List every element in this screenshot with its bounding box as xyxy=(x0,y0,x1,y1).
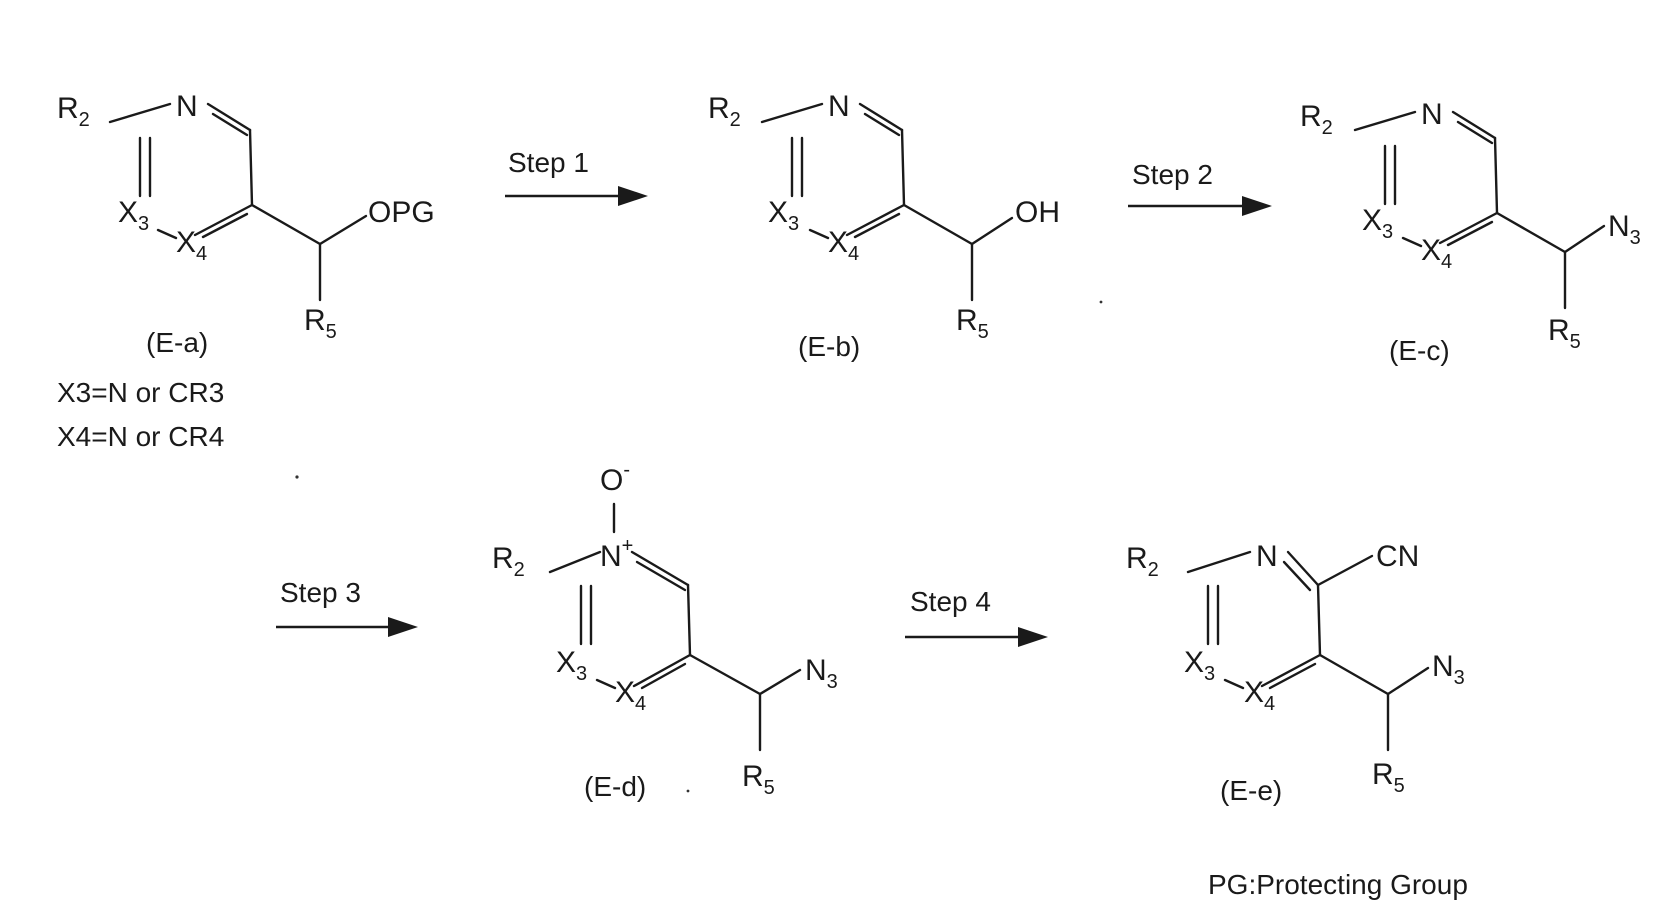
x-atom: X xyxy=(768,196,788,229)
scan-speck xyxy=(1100,301,1103,304)
r-atom: R xyxy=(304,304,326,337)
svg-text:X3: X3 xyxy=(768,196,799,235)
svg-text:R2: R2 xyxy=(1300,100,1333,139)
svg-text:O-: O- xyxy=(600,459,630,497)
azide-group: N xyxy=(1432,650,1454,683)
n-oxide-nitrogen: N xyxy=(600,540,622,573)
cyano-group: CN xyxy=(1376,540,1419,573)
svg-text:R5: R5 xyxy=(1548,314,1581,353)
r-atom: R xyxy=(1372,758,1394,791)
svg-text:N+: N+ xyxy=(600,535,633,573)
x-atom: X xyxy=(1421,234,1441,267)
svg-text:X3: X3 xyxy=(556,646,587,685)
oxide-oxygen: O xyxy=(600,464,623,497)
r-atom: R xyxy=(742,760,764,793)
ring-nitrogen: N xyxy=(176,90,198,123)
opg-group: OPG xyxy=(368,196,435,229)
svg-text:R2: R2 xyxy=(57,92,90,131)
azide-group: N xyxy=(1608,210,1630,243)
hydroxyl-group: OH xyxy=(1015,196,1060,229)
r-atom: R xyxy=(57,92,79,125)
svg-text:R2: R2 xyxy=(1126,542,1159,581)
compound-label: (E-b) xyxy=(798,331,860,362)
r-atom: R xyxy=(492,542,514,575)
footnote: PG:Protecting Group xyxy=(1208,869,1468,900)
scan-speck xyxy=(687,790,690,793)
svg-text:R2: R2 xyxy=(708,92,741,131)
svg-text:N3: N3 xyxy=(1432,650,1465,689)
r-atom: R xyxy=(1126,542,1148,575)
compound-ee: R2 N CN X3 X4 N3 R5 (E-e) xyxy=(1126,540,1465,806)
r-atom: R xyxy=(708,92,730,125)
compound-label: (E-c) xyxy=(1389,335,1450,366)
svg-text:X3: X3 xyxy=(1184,646,1215,685)
step-label: Step 2 xyxy=(1132,159,1213,190)
step-label: Step 4 xyxy=(910,586,991,617)
x-atom: X xyxy=(615,676,635,709)
ring-nitrogen: N xyxy=(828,90,850,123)
compound-label: (E-d) xyxy=(584,771,646,802)
ring-nitrogen: N xyxy=(1421,98,1443,131)
x-atom: X xyxy=(1362,204,1382,237)
svg-text:R2: R2 xyxy=(492,542,525,581)
svg-text:R5: R5 xyxy=(1372,758,1405,797)
r-atom: R xyxy=(1300,100,1322,133)
compound-eb: R2 N X3 X4 OH R5 (E-b) xyxy=(708,90,1060,362)
x3-definition: X3=N or CR3 xyxy=(57,377,224,408)
step-label: Step 3 xyxy=(280,577,361,608)
r-atom: R xyxy=(1548,314,1570,347)
scan-speck xyxy=(295,475,298,478)
x4-definition: X4=N or CR4 xyxy=(57,421,224,452)
step3-arrow: Step 3 xyxy=(276,577,418,637)
x-atom: X xyxy=(1184,646,1204,679)
svg-text:N3: N3 xyxy=(1608,210,1641,249)
azide-group: N xyxy=(805,654,827,687)
step-label: Step 1 xyxy=(508,147,589,178)
step2-arrow: Step 2 xyxy=(1128,159,1272,216)
svg-text:R5: R5 xyxy=(742,760,775,799)
step1-arrow: Step 1 xyxy=(505,147,648,206)
r-atom: R xyxy=(956,304,978,337)
compound-ec: R2 N X3 X4 N3 R5 (E-c) xyxy=(1300,98,1641,366)
svg-text:X3: X3 xyxy=(1362,204,1393,243)
svg-text:R5: R5 xyxy=(304,304,337,343)
x-atom: X xyxy=(828,226,848,259)
x-atom: X xyxy=(176,226,196,259)
compound-ed: O- N+ R2 X3 X4 N3 R5 (E-d) xyxy=(492,459,838,802)
step4-arrow: Step 4 xyxy=(905,586,1048,647)
compound-label: (E-e) xyxy=(1220,775,1282,806)
x-atom: X xyxy=(556,646,576,679)
x-atom: X xyxy=(1244,676,1264,709)
svg-text:X3: X3 xyxy=(118,196,149,235)
ring-nitrogen: N xyxy=(1256,540,1278,573)
compound-ea: R2 N X3 X4 OPG R5 (E-a) X3=N or CR3 X4=N… xyxy=(57,90,435,452)
svg-text:R5: R5 xyxy=(956,304,989,343)
compound-label: (E-a) xyxy=(146,327,208,358)
x-atom: X xyxy=(118,196,138,229)
svg-text:N3: N3 xyxy=(805,654,838,693)
